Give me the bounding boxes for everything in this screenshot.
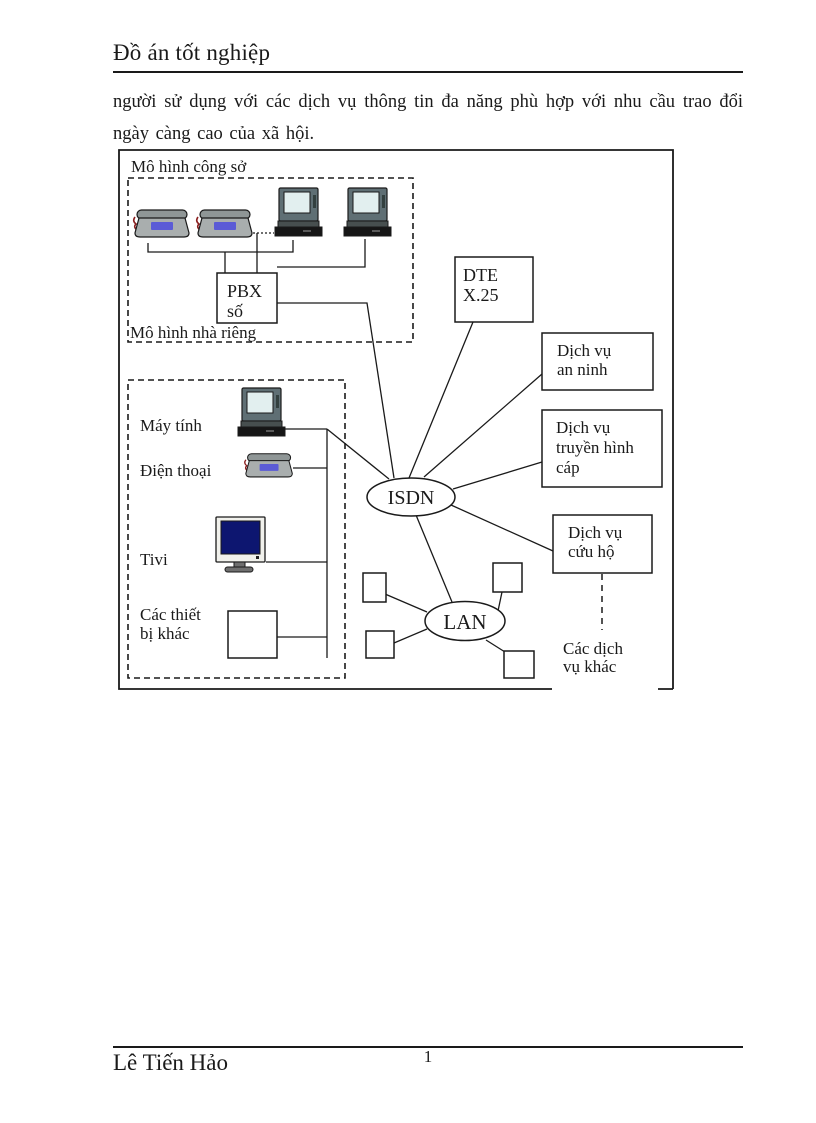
security-service-to-isdn-line — [423, 373, 543, 478]
other-services-line1: Các dịch — [563, 639, 623, 658]
rescue-service-line1: Dịch vụ — [568, 523, 623, 542]
home-item-label-thiet-bi-2: bị khác — [140, 624, 190, 643]
rescue-service-line2: cứu hộ — [568, 542, 615, 561]
office-bus-bracket-line — [147, 240, 294, 253]
lan-terminal-box-top-left — [362, 572, 387, 603]
footer-author: Lê Tiến Hảo — [113, 1050, 228, 1075]
office-model-dashed-box — [127, 177, 414, 343]
lan-square-tl-line — [384, 593, 428, 613]
dte-to-isdn-line — [408, 321, 474, 479]
lan-square-tr-line — [497, 591, 503, 612]
body-paragraph: người sử dụng với các dịch vụ thông tin … — [113, 92, 743, 145]
home-item-label-tivi: Tivi — [140, 550, 168, 569]
home-item-label-may-tinh: Máy tính — [140, 416, 202, 435]
dte-label-line2: X.25 — [463, 285, 499, 305]
office-computer-icon-2 — [343, 187, 392, 237]
cable-tv-service-to-isdn-line — [452, 461, 543, 490]
office-telephone-icon-2 — [195, 209, 253, 238]
lan-terminal-box-bottom-right — [503, 650, 535, 679]
cable-tv-service-line1: Dịch vụ — [556, 418, 611, 437]
pbx-label-line2: số — [227, 301, 243, 321]
home-model-dashed-box — [127, 379, 346, 679]
other-services-line2: vụ khác — [563, 657, 617, 676]
pbx-box — [216, 272, 278, 324]
office-telephone-icon-1 — [132, 209, 190, 238]
diagram-outer-frame — [118, 149, 674, 690]
security-service-box — [541, 332, 654, 391]
page-header-title: Đồ án tốt nghiệp — [113, 40, 743, 73]
home-telephone-icon — [244, 453, 293, 478]
dte-x25-box — [454, 256, 534, 323]
home-computer-icon — [237, 387, 286, 437]
isdn-node — [366, 477, 456, 517]
rescue-service-to-isdn-line — [450, 504, 554, 552]
rescue-service-box — [552, 514, 653, 574]
cable-tv-service-line2: truyền hình — [556, 438, 634, 457]
footer-rule — [113, 1046, 743, 1048]
security-service-line1: Dịch vụ — [557, 341, 612, 360]
home-to-isdn-line — [326, 428, 390, 480]
office-model-label: Mô hình công sở — [131, 157, 247, 176]
lan-terminal-box-top-right — [492, 562, 523, 593]
home-item-label-thiet-bi-1: Các thiết — [140, 605, 201, 624]
isdn-to-lan-line — [415, 514, 453, 603]
pbx-label-line1: PBX — [227, 281, 262, 301]
security-service-line2: an ninh — [557, 360, 608, 379]
computer2-to-pbx-line — [277, 239, 366, 268]
home-tv-icon — [215, 516, 266, 573]
lan-terminal-box-bottom-left — [365, 630, 395, 659]
other-device-box — [227, 610, 278, 659]
pbx-to-isdn-line — [277, 302, 395, 479]
dte-label-line1: DTE — [463, 265, 498, 285]
footer-page-number: 1 — [423, 1047, 433, 1066]
office-computer-icon-1 — [274, 187, 323, 237]
lan-square-br-line — [485, 639, 506, 653]
cable-tv-service-box — [541, 409, 663, 488]
lan-label: LAN — [443, 610, 486, 634]
home-item-label-dien-thoai: Điện thoại — [140, 461, 212, 480]
cable-tv-service-line3: cáp — [556, 458, 580, 477]
isdn-label: ISDN — [388, 487, 435, 509]
lan-square-bl-line — [393, 628, 428, 644]
lan-node — [424, 600, 506, 642]
home-model-label: Mô hình nhà riêng — [130, 323, 257, 342]
